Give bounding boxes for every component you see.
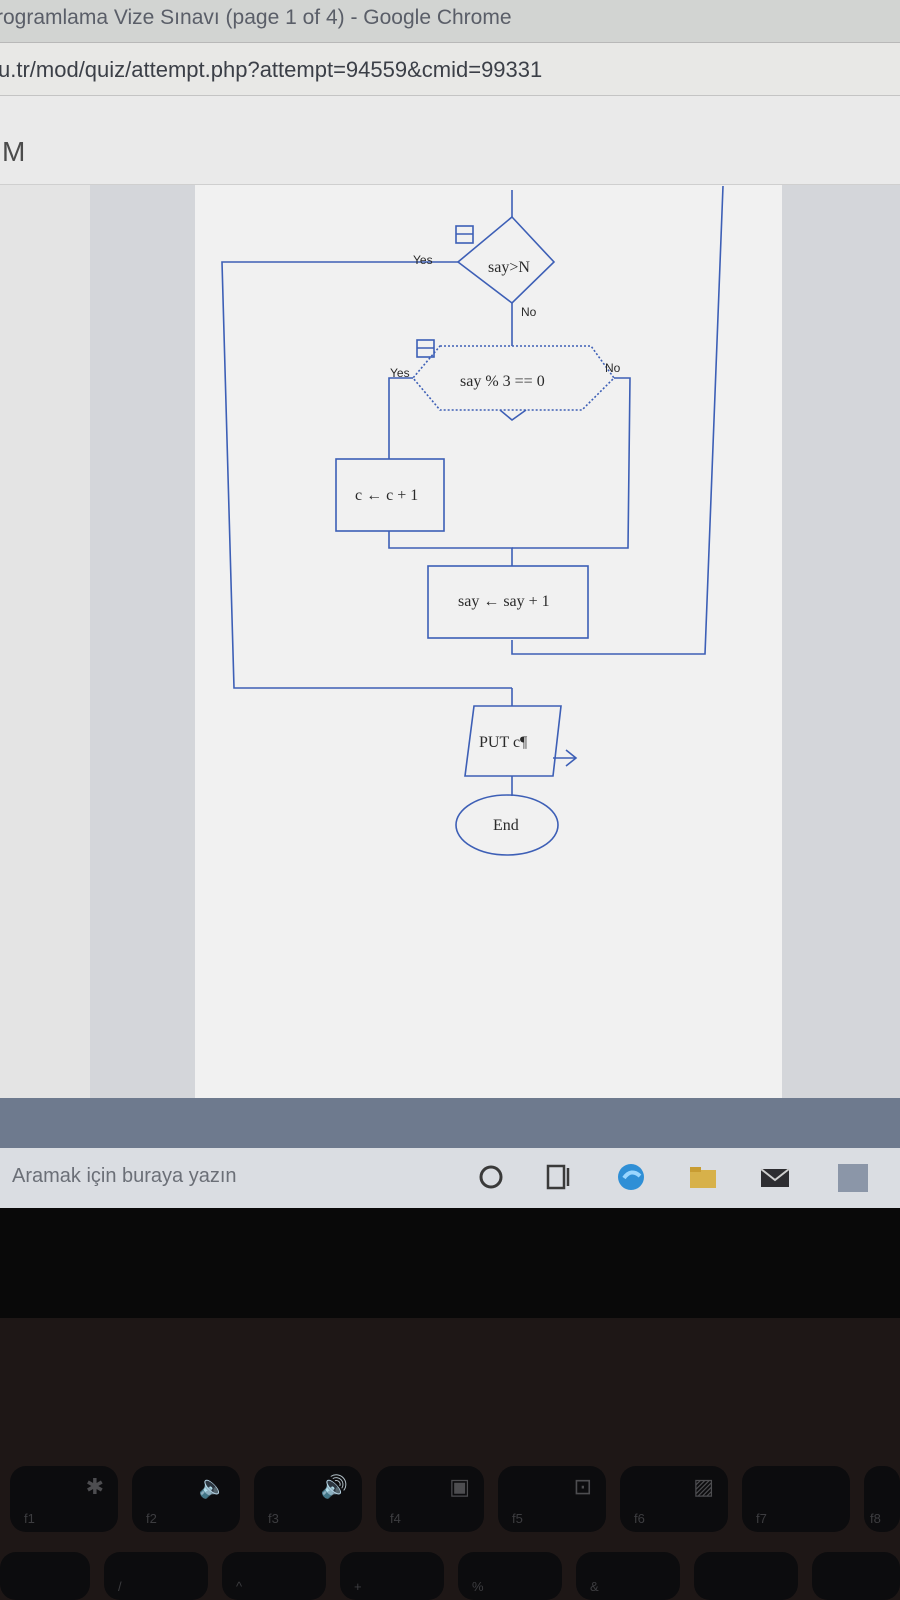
no-connector (512, 377, 631, 549)
search-placeholder[interactable]: Aramak için buraya yazın (12, 1165, 237, 1187)
decision2-yes-label: Yes (390, 366, 410, 380)
terminal-shape (455, 794, 559, 856)
cortana-icon[interactable] (474, 1160, 508, 1194)
key-f7[interactable]: f7 (742, 1466, 850, 1532)
key-slash-2[interactable] (694, 1552, 798, 1600)
key-backtick[interactable] (0, 1552, 90, 1600)
merge-connector (388, 531, 513, 566)
address-bar[interactable]: u.tr/mod/quiz/attempt.php?attempt=94559&… (0, 43, 900, 96)
output-text: PUT c¶ (479, 734, 528, 751)
projector-icon: ⊡ (573, 1474, 592, 1499)
question-image (195, 185, 782, 1098)
mail-icon[interactable] (758, 1160, 792, 1194)
process1-text: c ← c + 1 (355, 487, 418, 504)
taskbar-search[interactable]: Aramak için buraya yazın (0, 1148, 440, 1208)
key-f2[interactable]: f2 🔈 (132, 1466, 240, 1532)
key-paren[interactable] (812, 1552, 900, 1600)
store-icon[interactable] (836, 1160, 870, 1194)
key-f5[interactable]: f5 ⊡ (498, 1466, 606, 1532)
decision1-yes-label: Yes (413, 253, 433, 267)
terminal-text: End (493, 817, 519, 834)
taskbar (0, 1148, 900, 1208)
left-margin (90, 185, 195, 1098)
key-f6[interactable]: f6 ▨ (620, 1466, 728, 1532)
browser-title-bar: rogramlama Vize Sınavı (page 1 of 4) - G… (0, 0, 900, 43)
key-slash[interactable]: / (104, 1552, 208, 1600)
key-ampersand[interactable]: & (576, 1552, 680, 1600)
chevron-down-icon (499, 409, 527, 422)
task-view-icon[interactable] (542, 1160, 576, 1194)
key-plus[interactable]: + (340, 1552, 444, 1600)
key-caret[interactable]: ^ (222, 1552, 326, 1600)
process1-shape (335, 458, 445, 532)
output-shape (464, 705, 562, 777)
key-f4[interactable]: f4 ▣ (376, 1466, 484, 1532)
window-title: rogramlama Vize Sınavı (page 1 of 4) - G… (0, 6, 512, 29)
yes-connector (388, 377, 413, 459)
key-f3[interactable]: f3 🔊 (254, 1466, 362, 1532)
edge-icon[interactable] (614, 1160, 648, 1194)
decision2-text: say % 3 == 0 (460, 373, 545, 390)
taskbar-band (0, 1098, 900, 1148)
yes-loop-connector (221, 261, 512, 689)
output-arrowhead (565, 749, 578, 767)
process2-text: say ← say + 1 (458, 593, 550, 610)
key-f8[interactable]: f8 (864, 1466, 900, 1532)
decision2-no-label: No (605, 361, 621, 375)
flowchart: say>N Yes No say % 3 == 0 Yes No c ← c +… (221, 185, 724, 856)
decision1-text: say>N (488, 259, 530, 276)
key-percent[interactable]: % (458, 1552, 562, 1600)
process2-shape (427, 565, 589, 639)
display-icon: ▣ (449, 1474, 470, 1499)
key-f1[interactable]: f1 ✱ (10, 1466, 118, 1532)
brightness-icon: ✱ (85, 1474, 104, 1499)
right-margin (782, 185, 900, 1098)
page-header: M (0, 96, 900, 185)
url-text[interactable]: u.tr/mod/quiz/attempt.php?attempt=94559&… (0, 57, 543, 82)
volume-down-icon: 🔈 (198, 1474, 226, 1499)
site-logo-letter: M (2, 136, 26, 167)
touchpad-icon: ▨ (693, 1474, 714, 1499)
decision1-no-label: No (521, 305, 537, 319)
outer-loop-connector (511, 185, 724, 655)
volume-up-icon: 🔊 (320, 1474, 348, 1499)
file-explorer-icon[interactable] (686, 1160, 720, 1194)
